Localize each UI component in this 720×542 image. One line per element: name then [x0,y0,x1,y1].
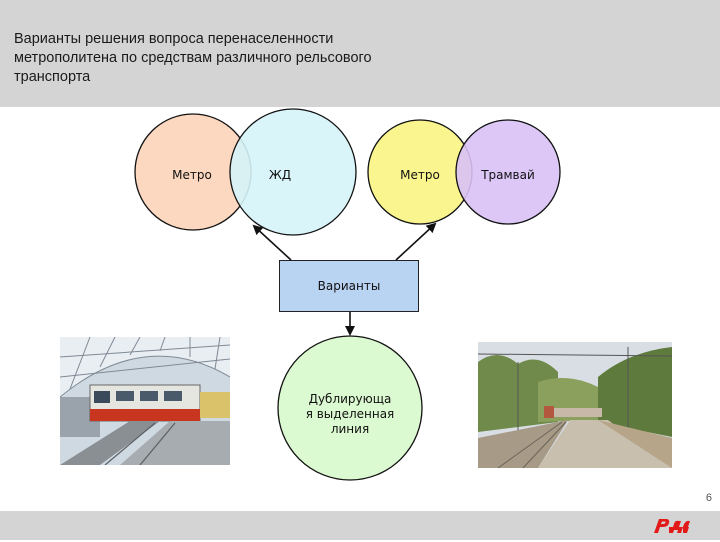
railway-photo [478,342,672,468]
page-number: 6 [705,492,712,504]
footer-bar [0,511,720,540]
arrow-to-right-pair [395,222,437,261]
label-metro-right: Метро [400,168,440,182]
label-dedicated-line: Дублирующа я выделенная линия [305,392,395,436]
circle-dedicated-line [277,335,423,481]
circle-tram [455,119,561,225]
title-bar [0,0,720,107]
label-metro-left: Метро [172,168,212,182]
variants-box: Варианты [279,260,419,312]
train-station-photo [60,337,230,465]
circle-zhd [229,108,357,236]
label-tram: Трамвай [481,168,535,182]
rzd-logo-icon [650,515,692,537]
label-zhd: ЖД [268,168,292,182]
variants-label: Варианты [317,279,381,293]
arrow-to-left-pair [252,224,292,261]
slide-title: Варианты решения вопроса перенаселенност… [14,31,372,85]
